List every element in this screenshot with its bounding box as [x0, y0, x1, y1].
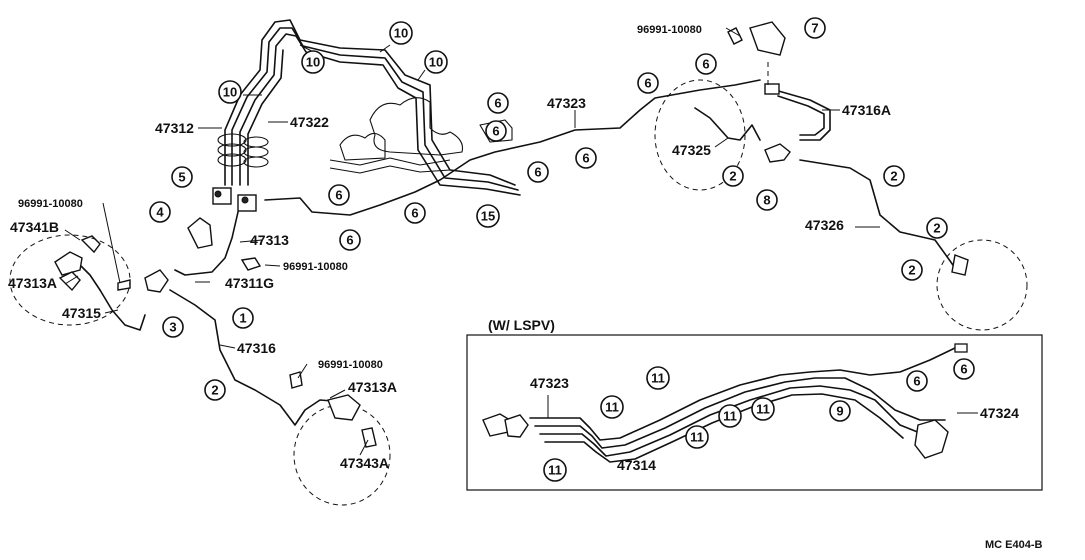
svg-text:6: 6	[960, 362, 967, 377]
svg-text:6: 6	[411, 206, 418, 221]
svg-text:11: 11	[690, 430, 704, 445]
svg-text:11: 11	[548, 463, 562, 478]
svg-text:8: 8	[763, 193, 770, 208]
code-96991-top: 96991-10080	[637, 24, 702, 36]
svg-text:2: 2	[933, 221, 940, 236]
svg-text:6: 6	[913, 374, 920, 389]
svg-text:10: 10	[223, 85, 237, 100]
svg-text:2: 2	[211, 383, 218, 398]
callout-11: 11	[543, 458, 567, 482]
svg-text:10: 10	[306, 55, 320, 70]
callouts-main: 1 2 2 2 2 2 3 4 5 6 6 6 6 6 6 6 6 6 7 8 …	[149, 17, 948, 401]
callout-8: 8	[756, 189, 778, 211]
svg-text:11: 11	[605, 400, 619, 415]
callout-2: 2	[722, 165, 744, 187]
svg-text:6: 6	[492, 124, 499, 139]
svg-text:7: 7	[811, 21, 818, 36]
callout-11: 11	[718, 404, 742, 428]
svg-text:6: 6	[494, 96, 501, 111]
callout-6: 6	[953, 358, 975, 380]
code-96991-bottom: 96991-10080	[318, 359, 383, 371]
svg-text:1: 1	[239, 311, 246, 326]
callout-15: 15	[476, 204, 500, 228]
label-47323-inset: 47323	[530, 375, 569, 391]
code-96991-mid: 96991-10080	[283, 261, 348, 273]
svg-text:4: 4	[156, 205, 164, 220]
label-47315: 47315	[62, 305, 101, 321]
label-47313a-bottom: 47313A	[348, 379, 397, 395]
callout-10: 10	[389, 21, 413, 45]
callout-6: 6	[906, 370, 928, 392]
label-47316: 47316	[237, 340, 276, 356]
callout-7: 7	[804, 17, 826, 39]
callout-1: 1	[232, 307, 254, 329]
label-47322: 47322	[290, 114, 329, 130]
callout-11: 11	[685, 425, 709, 449]
callout-3: 3	[162, 316, 184, 338]
label-47311g: 47311G	[225, 275, 274, 291]
callout-2: 2	[926, 217, 948, 239]
svg-text:2: 2	[729, 169, 736, 184]
label-47323: 47323	[547, 95, 586, 111]
svg-text:6: 6	[346, 233, 353, 248]
callout-2: 2	[204, 379, 226, 401]
callout-9: 9	[829, 400, 851, 422]
label-47313a-left: 47313A	[8, 275, 57, 291]
svg-text:3: 3	[169, 320, 176, 335]
reference-code: MC E404-B	[985, 539, 1043, 551]
callout-11: 11	[751, 397, 775, 421]
callout-6: 6	[637, 72, 659, 94]
leaders	[64, 27, 880, 456]
callout-10: 10	[301, 50, 325, 74]
svg-text:9: 9	[836, 404, 843, 419]
callout-6: 6	[328, 184, 350, 206]
code-96991-left: 96991-10080	[18, 198, 83, 210]
callout-6: 6	[575, 147, 597, 169]
svg-text:15: 15	[481, 209, 495, 224]
callout-6: 6	[695, 53, 717, 75]
svg-text:10: 10	[429, 55, 443, 70]
label-47326: 47326	[805, 217, 844, 233]
svg-text:6: 6	[644, 76, 651, 91]
label-47341b: 47341B	[10, 219, 59, 235]
svg-text:2: 2	[908, 263, 915, 278]
svg-text:10: 10	[394, 26, 408, 41]
label-47313: 47313	[250, 232, 289, 248]
fittings	[9, 21, 1028, 506]
body-outline	[339, 97, 513, 161]
svg-text:6: 6	[702, 57, 709, 72]
callout-2: 2	[883, 165, 905, 187]
label-47312: 47312	[155, 120, 194, 136]
callout-10: 10	[218, 80, 242, 104]
label-47324: 47324	[980, 405, 1019, 421]
inset-title: (W/ LSPV)	[488, 317, 555, 333]
svg-text:6: 6	[335, 188, 342, 203]
label-47325: 47325	[672, 142, 711, 158]
callout-10: 10	[424, 50, 448, 74]
inset-lspv: (W/ LSPV) 47323 47314 47324 11 11 11 11 …	[466, 317, 1043, 491]
callout-6: 6	[485, 120, 507, 142]
callout-6: 6	[404, 202, 426, 224]
callout-11: 11	[646, 366, 670, 390]
callout-5: 5	[171, 166, 193, 188]
label-47314: 47314	[617, 457, 656, 473]
svg-text:6: 6	[582, 151, 589, 166]
svg-text:2: 2	[890, 169, 897, 184]
callout-6: 6	[487, 92, 509, 114]
label-47343a: 47343A	[340, 455, 389, 471]
svg-text:5: 5	[178, 170, 185, 185]
svg-text:11: 11	[651, 371, 665, 386]
svg-text:11: 11	[756, 402, 770, 417]
brake-pipes	[74, 19, 956, 426]
callout-4: 4	[149, 201, 171, 223]
callout-6: 6	[527, 161, 549, 183]
svg-text:11: 11	[723, 409, 737, 424]
label-47316a: 47316A	[842, 102, 891, 118]
callout-6: 6	[339, 229, 361, 251]
callout-2: 2	[901, 259, 923, 281]
svg-text:6: 6	[534, 165, 541, 180]
callout-11: 11	[600, 395, 624, 419]
